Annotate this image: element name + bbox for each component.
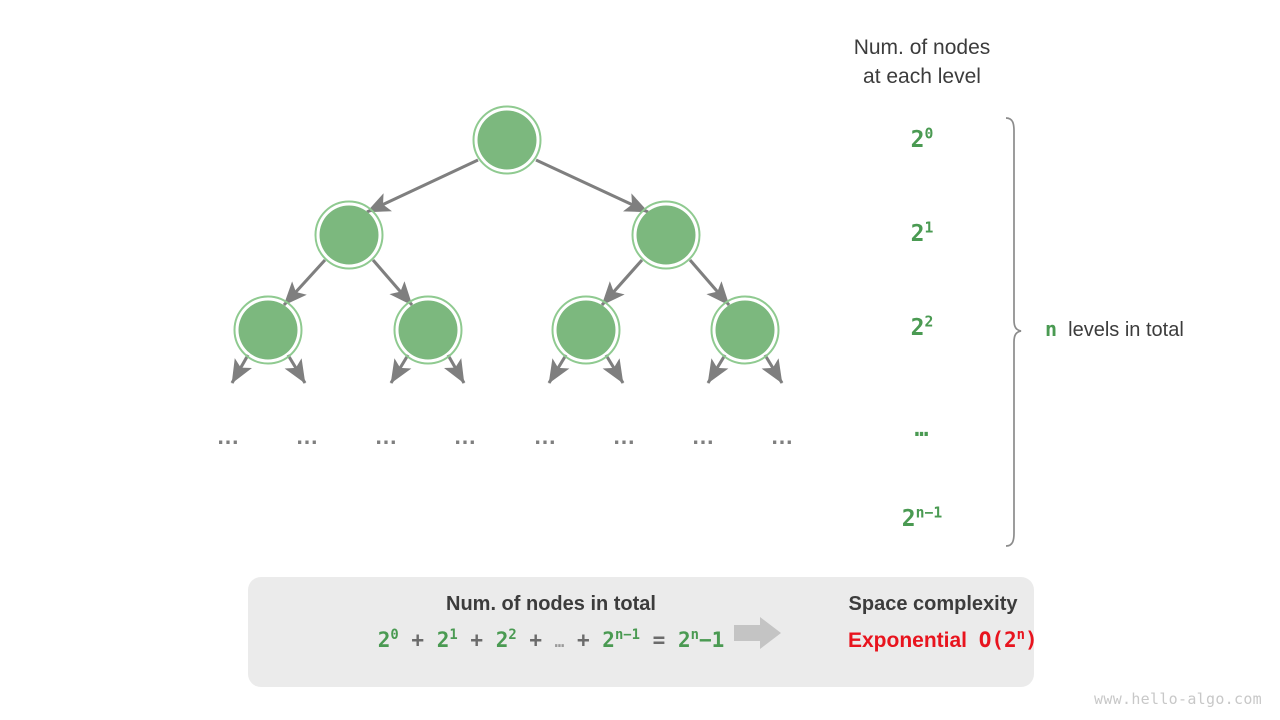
- level-count-2: 22: [910, 313, 934, 341]
- level-count-ellipsis: …: [914, 416, 930, 442]
- summary-box: Num. of nodes in total 20 + 21 + 22 + … …: [248, 577, 1038, 687]
- tree-leaf-ellipsis: …: [374, 423, 400, 449]
- tree-leaf-ellipsis: …: [295, 423, 321, 449]
- levels-total-label: n levels in total: [1045, 317, 1184, 342]
- tree-edges: [230, 158, 784, 384]
- level-count-last: 2n−1: [901, 504, 943, 532]
- levels-brace: [1005, 117, 1022, 547]
- levels-total-variable: n: [1045, 317, 1058, 341]
- tree-node: [314, 200, 384, 270]
- tree-node: [233, 295, 303, 365]
- tree-nodes: [233, 105, 780, 365]
- level-count-1: 21: [910, 219, 934, 247]
- implies-arrow-icon: [734, 617, 781, 649]
- page-title: Num. of nodes at each level: [812, 33, 1032, 91]
- tree-node-root: [472, 105, 542, 175]
- page-title-line2: at each level: [863, 65, 981, 88]
- levels-total-text: levels in total: [1068, 319, 1184, 341]
- tree-node: [631, 200, 701, 270]
- space-complexity-title: Space complexity: [848, 593, 1018, 615]
- tree-leaf-ellipsis: …: [612, 423, 638, 449]
- tree-node: [710, 295, 780, 365]
- total-nodes-formula: 20 + 21 + 22 + … + 2n−1 = 2n−1: [377, 627, 725, 652]
- tree-node: [551, 295, 621, 365]
- summary-right-column: Space complexity Exponential O(2n): [848, 593, 1038, 653]
- tree-node: [393, 295, 463, 365]
- watermark: www.hello-algo.com: [1094, 690, 1262, 708]
- tree-leaf-ellipsis: …: [691, 423, 717, 449]
- summary-left-column: Num. of nodes in total 20 + 21 + 22 + … …: [276, 593, 826, 652]
- page-title-line1: Num. of nodes: [853, 36, 991, 59]
- tree-leaf-ellipsis: …: [770, 423, 796, 449]
- tree-leaf-ellipsis: …: [216, 423, 242, 449]
- tree-leaf-ellipsis: …: [533, 423, 559, 449]
- tree-leaf-ellipsis: …: [453, 423, 479, 449]
- total-nodes-title: Num. of nodes in total: [446, 593, 656, 615]
- level-count-0: 20: [910, 125, 934, 153]
- space-complexity-value: Exponential O(2n): [848, 627, 1038, 652]
